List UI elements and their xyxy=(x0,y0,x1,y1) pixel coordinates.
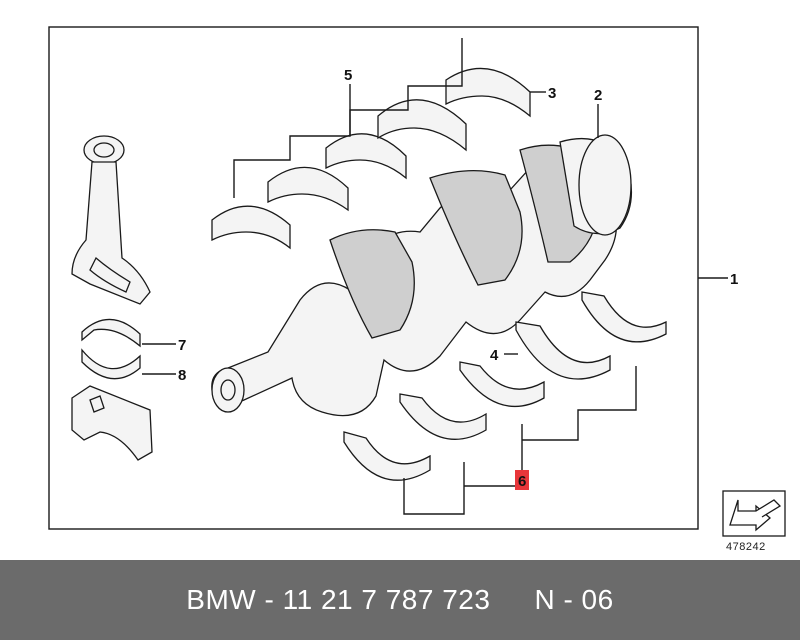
diagram-code: N - 06 xyxy=(534,584,614,615)
callout-3: 3 xyxy=(548,85,556,102)
bearing-cap xyxy=(71,385,153,461)
crankshaft xyxy=(211,134,633,417)
footer-bar: BMW - 11 21 7 787 723 N - 06 xyxy=(0,560,800,640)
reference-number: 478242 xyxy=(726,541,766,553)
connecting-rod xyxy=(71,135,151,305)
callout-6-highlight xyxy=(515,470,529,490)
direction-arrow-icon xyxy=(722,490,786,537)
callout-4: 4 xyxy=(490,347,499,364)
callout-8: 8 xyxy=(178,367,186,384)
callout-6: 6 xyxy=(518,473,526,490)
part-number: BMW - 11 21 7 787 723 xyxy=(186,584,491,615)
lower-bearing-shells xyxy=(343,291,667,481)
upper-bearing-shells xyxy=(211,67,531,250)
conrod-bearing-shells xyxy=(81,318,141,380)
callout-1: 1 xyxy=(730,271,738,288)
callout-7: 7 xyxy=(178,337,186,354)
callout-2: 2 xyxy=(594,87,602,104)
callout-5: 5 xyxy=(344,67,352,84)
parts-diagram: 1 2 3 4 5 6 7 8 xyxy=(48,26,786,537)
